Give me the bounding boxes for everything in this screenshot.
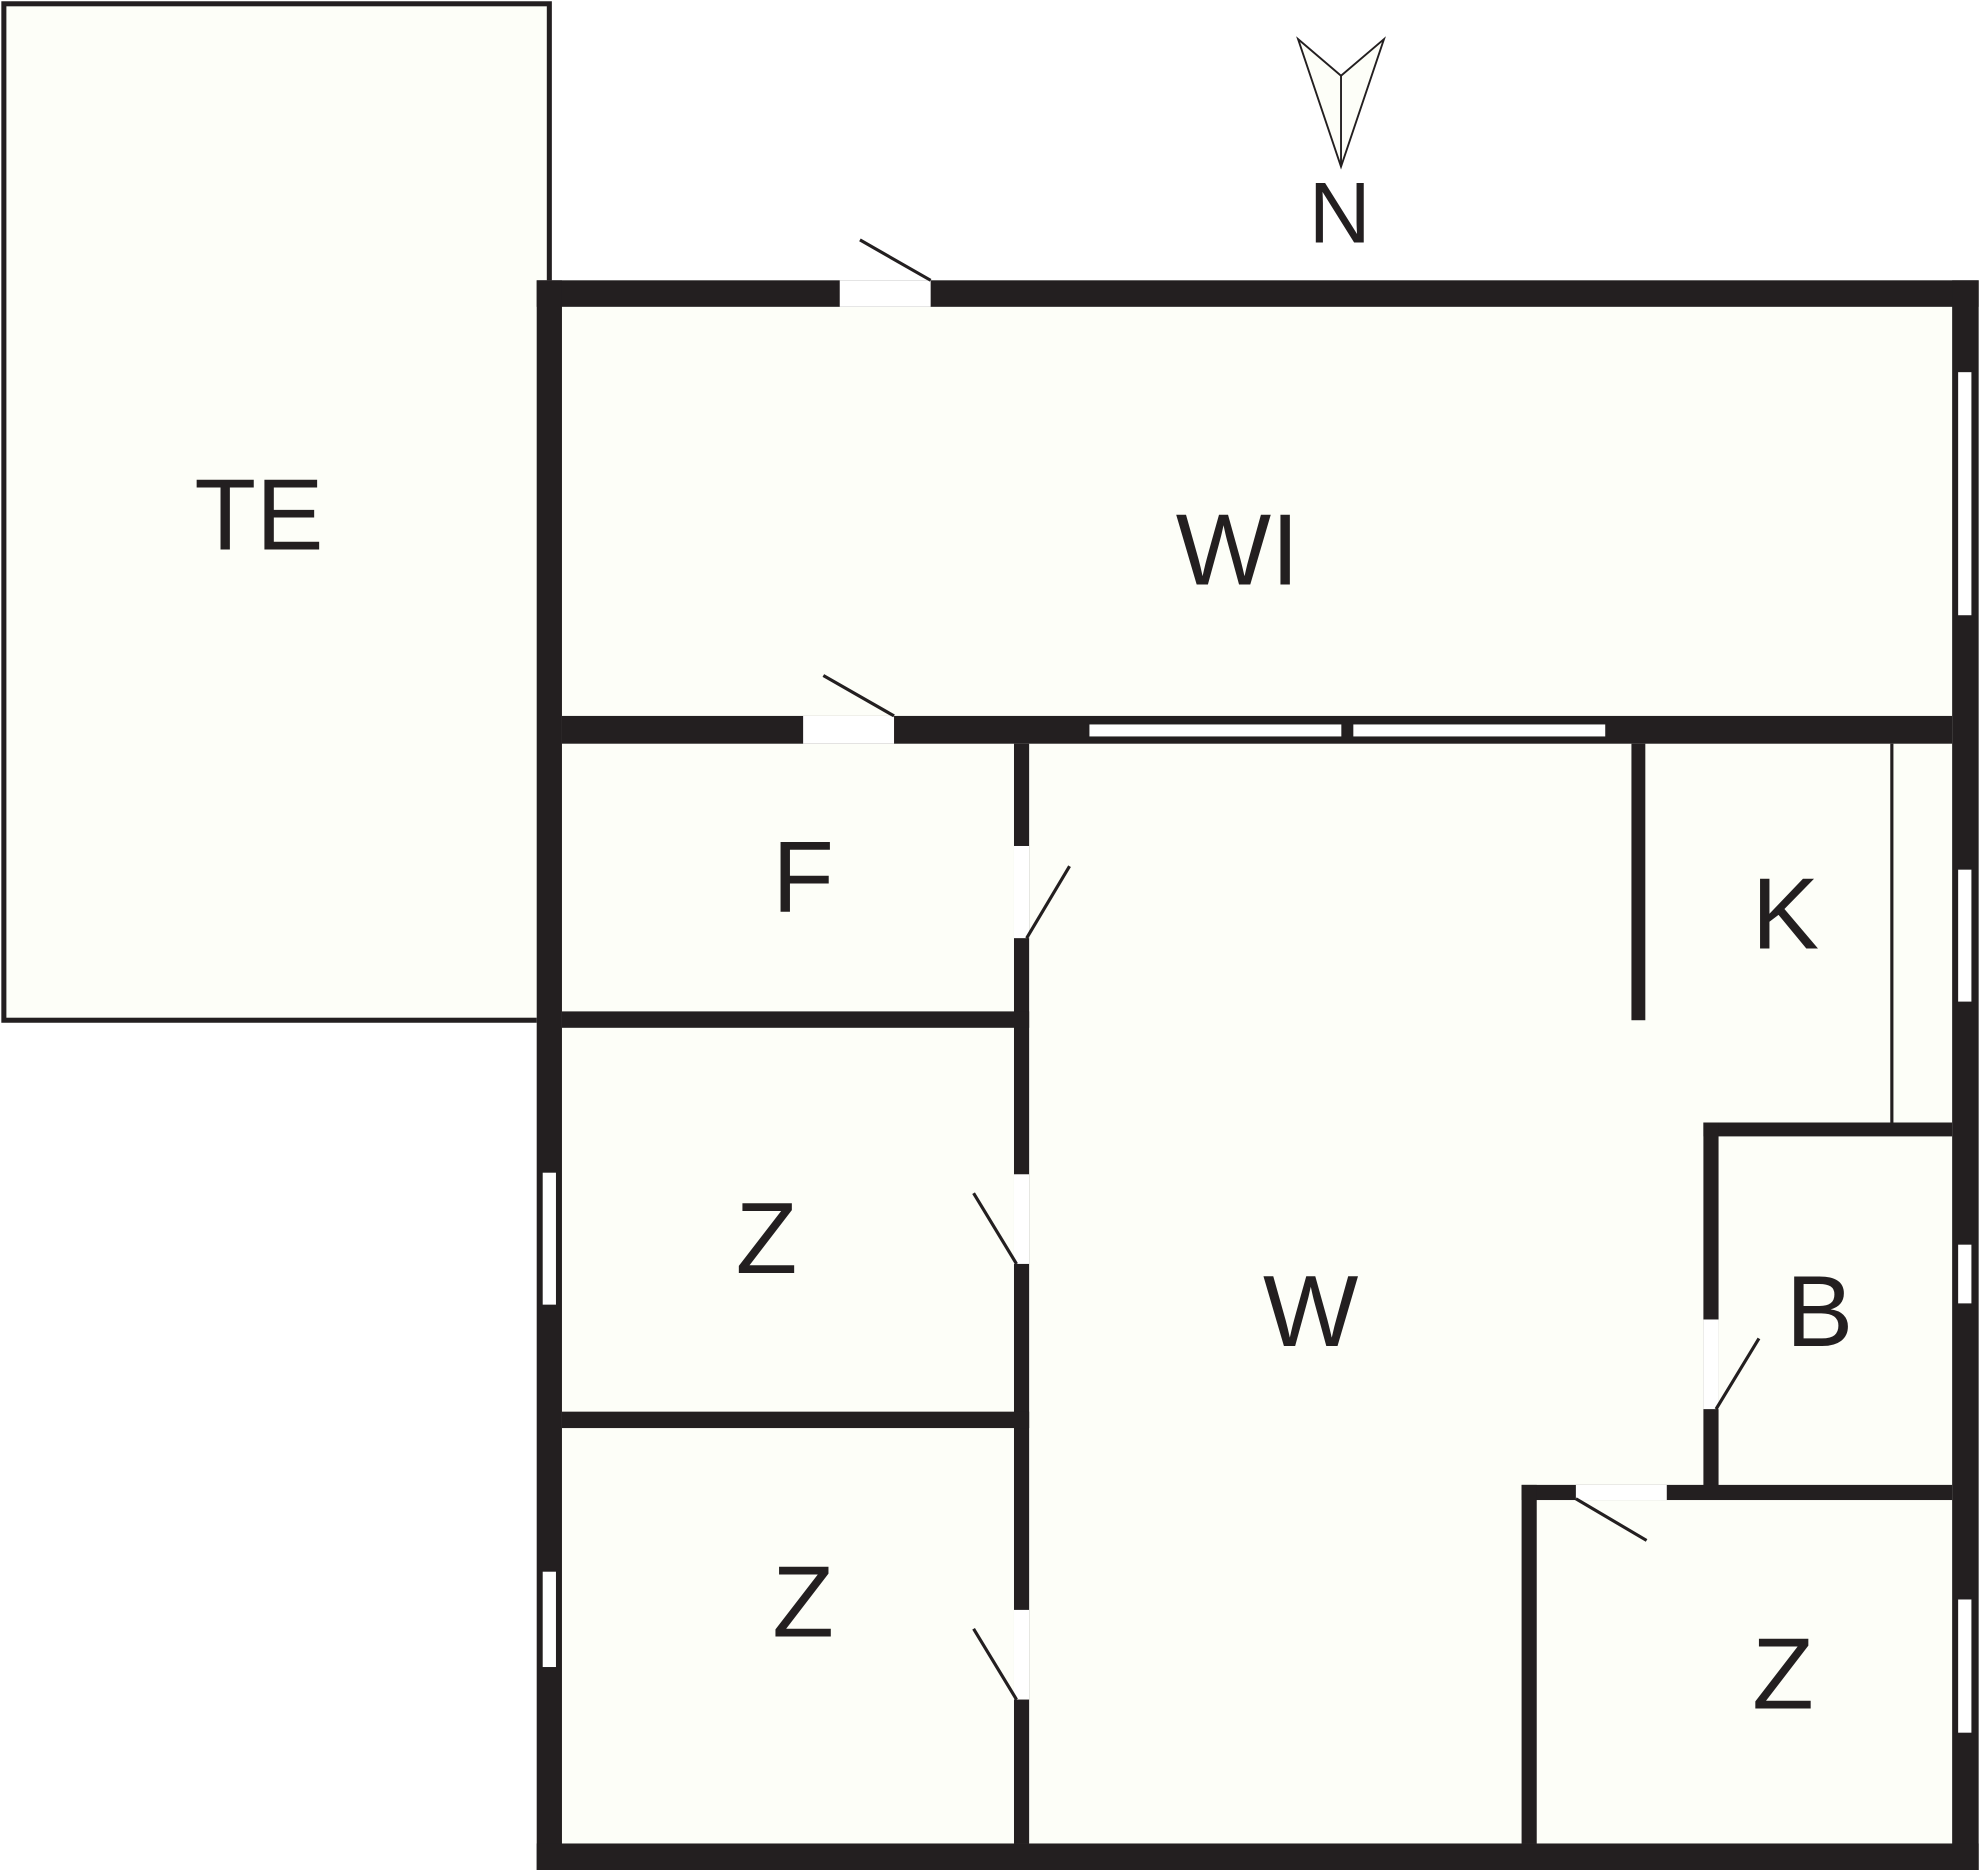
room-label-main-room: W	[1263, 1256, 1358, 1368]
door-bedroom-2	[972, 1609, 1030, 1701]
room-label-kitchen: K	[1752, 858, 1819, 970]
building-floor	[536, 280, 1979, 1870]
north-arrow-icon	[1296, 36, 1386, 170]
door-entrance	[839, 238, 932, 307]
door-bedroom-1	[972, 1174, 1030, 1265]
room-label-bedroom-3: Z	[1752, 1618, 1814, 1730]
room-label-bedroom-2: Z	[772, 1546, 834, 1658]
door-living-to-f	[803, 674, 895, 744]
compass-label: N	[1309, 165, 1371, 261]
interior-walls	[561, 715, 1953, 1844]
windows	[540, 370, 1974, 1735]
door-f-room	[1013, 845, 1071, 939]
terrace-area	[1, 1, 552, 1023]
door-bedroom-3	[1575, 1484, 1667, 1542]
room-label-terrace: TE	[194, 459, 323, 571]
room-label-bedroom-1: Z	[736, 1183, 798, 1295]
door-bathroom	[1703, 1319, 1761, 1410]
room-label-living-room: WI	[1176, 495, 1299, 607]
room-label-f-room: F	[772, 822, 834, 934]
room-label-bathroom: B	[1786, 1256, 1853, 1368]
